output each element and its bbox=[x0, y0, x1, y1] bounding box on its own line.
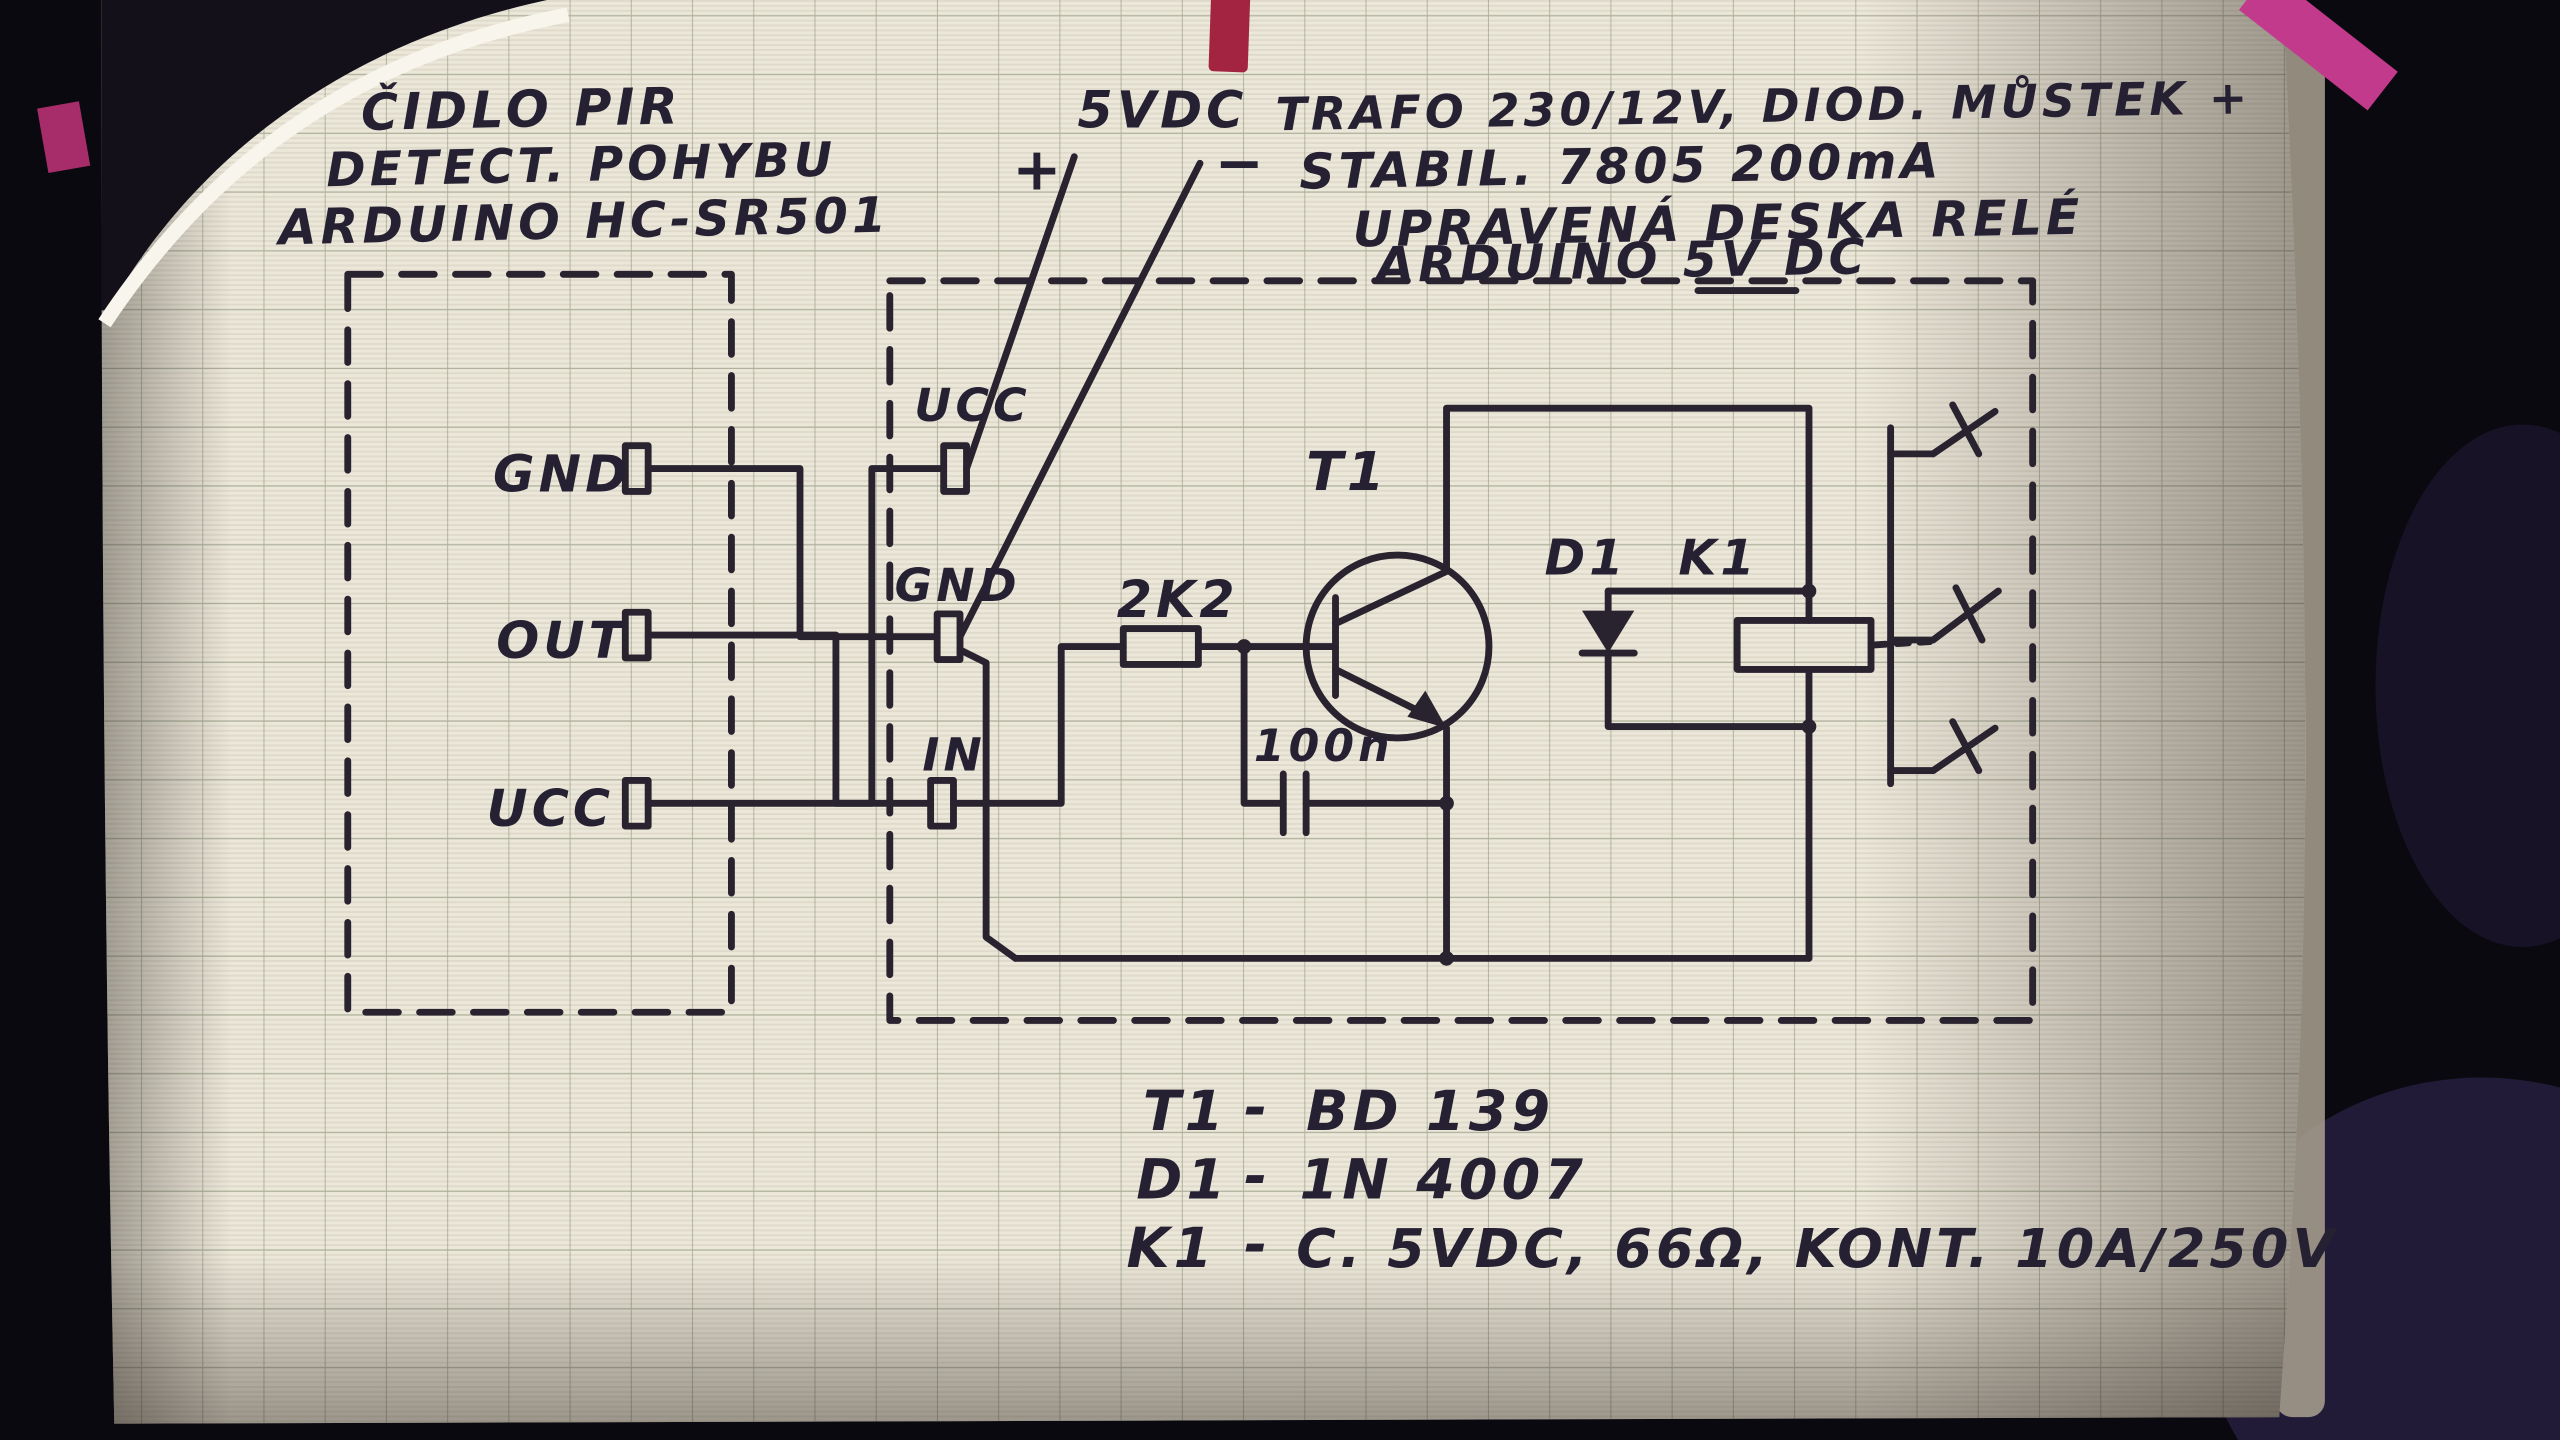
transistor-collector-lead bbox=[1332, 568, 1450, 628]
contact2-blade bbox=[1929, 587, 2002, 644]
contact3-slash bbox=[1949, 718, 1983, 775]
legend-dash: - bbox=[1244, 1076, 1271, 1141]
contact2-slash bbox=[1952, 584, 1986, 644]
legend-ref-t1: T1 bbox=[1143, 1079, 1228, 1144]
resistor-label: 2K2 bbox=[1117, 570, 1239, 629]
legend-dash: - bbox=[1244, 1144, 1271, 1209]
board-pin-label-in: IN bbox=[922, 729, 985, 782]
supply-label: 5VDC bbox=[1078, 80, 1248, 139]
annotations: ČIDLO PIR DETECT. POHYBU ARDUINO HC-SR50… bbox=[274, 70, 2338, 1281]
wire-ucc bbox=[644, 465, 948, 807]
pir-pin-label-out: OUT bbox=[496, 611, 627, 670]
schematic bbox=[344, 153, 2037, 1024]
junction-dot bbox=[1801, 583, 1817, 599]
board-pin-label-ucc: UCC bbox=[914, 379, 1030, 432]
page-curl-edge bbox=[98, 7, 570, 328]
pir-pin-label-ucc: UCC bbox=[487, 779, 615, 838]
wire-collector-rail bbox=[1443, 404, 1813, 624]
board-title-line4: ARDUINO 5V DC bbox=[1372, 228, 1869, 294]
relay-board-outline bbox=[886, 277, 2037, 1024]
pir-title-line1: ČIDLO PIR bbox=[360, 76, 682, 142]
left-pink-marker bbox=[37, 101, 91, 173]
transistor-emitter-arrow bbox=[1407, 690, 1447, 729]
legend-value-t1: BD 139 bbox=[1306, 1079, 1554, 1144]
legend: T1 - BD 139 D1 - 1N 4007 K1 - C. 5VDC, 6… bbox=[1127, 1076, 2338, 1281]
pir-module-outline bbox=[344, 270, 735, 1016]
transistor-label: T1 bbox=[1306, 440, 1388, 503]
wire-cap-left bbox=[1240, 643, 1287, 807]
legend-ref-k1: K1 bbox=[1127, 1216, 1217, 1281]
board-title-line2: STABIL. 7805 200mA bbox=[1299, 132, 1943, 200]
contact1-slash bbox=[1949, 401, 1983, 458]
wire-supply-minus bbox=[956, 159, 1204, 641]
diode-symbol bbox=[1582, 610, 1635, 654]
pir-pin-label-gnd: GND bbox=[493, 444, 631, 503]
board-title-line3: UPRAVENÁ DESKA RELÉ bbox=[1352, 187, 2084, 259]
pir-title-line3: ARDUINO HC-SR501 bbox=[274, 187, 891, 257]
board-pin-label-gnd: GND bbox=[895, 559, 1021, 612]
legend-ref-d1: D1 bbox=[1136, 1147, 1229, 1212]
pir-header: ČIDLO PIR DETECT. POHYBU ARDUINO HC-SR50… bbox=[274, 76, 891, 257]
transistor-symbol bbox=[1302, 551, 1493, 742]
wire-diode-bottom bbox=[1604, 649, 1813, 730]
legend-value-d1: 1N 4007 bbox=[1300, 1147, 1587, 1212]
bookmark-ribbon bbox=[1208, 0, 1251, 73]
wire-supply-plus bbox=[963, 153, 1078, 472]
diode-label: D1 bbox=[1544, 530, 1627, 587]
minus-sign: − bbox=[1215, 128, 1268, 197]
junction-dot bbox=[1439, 795, 1454, 811]
capacitor-label: 100n bbox=[1254, 721, 1394, 772]
background-purple-glow-2 bbox=[2375, 424, 2560, 947]
legend-dash: - bbox=[1244, 1213, 1271, 1278]
junction-dot bbox=[1801, 719, 1817, 734]
legend-value-k1: C. 5VDC, 66Ω, KONT. 10A/250V bbox=[1296, 1217, 2338, 1280]
relay-label: K1 bbox=[1678, 530, 1758, 587]
junction-dot bbox=[1236, 639, 1252, 654]
pir-title-line2: DETECT. POHYBU bbox=[326, 133, 837, 199]
corner-shadow bbox=[101, 0, 547, 311]
wire-out-to-in bbox=[644, 631, 935, 807]
corner-pink-marker bbox=[2238, 0, 2398, 111]
junction-dot bbox=[1439, 951, 1454, 966]
plus-sign: + bbox=[1012, 134, 1065, 203]
wire-in-to-resistor bbox=[950, 643, 1127, 807]
